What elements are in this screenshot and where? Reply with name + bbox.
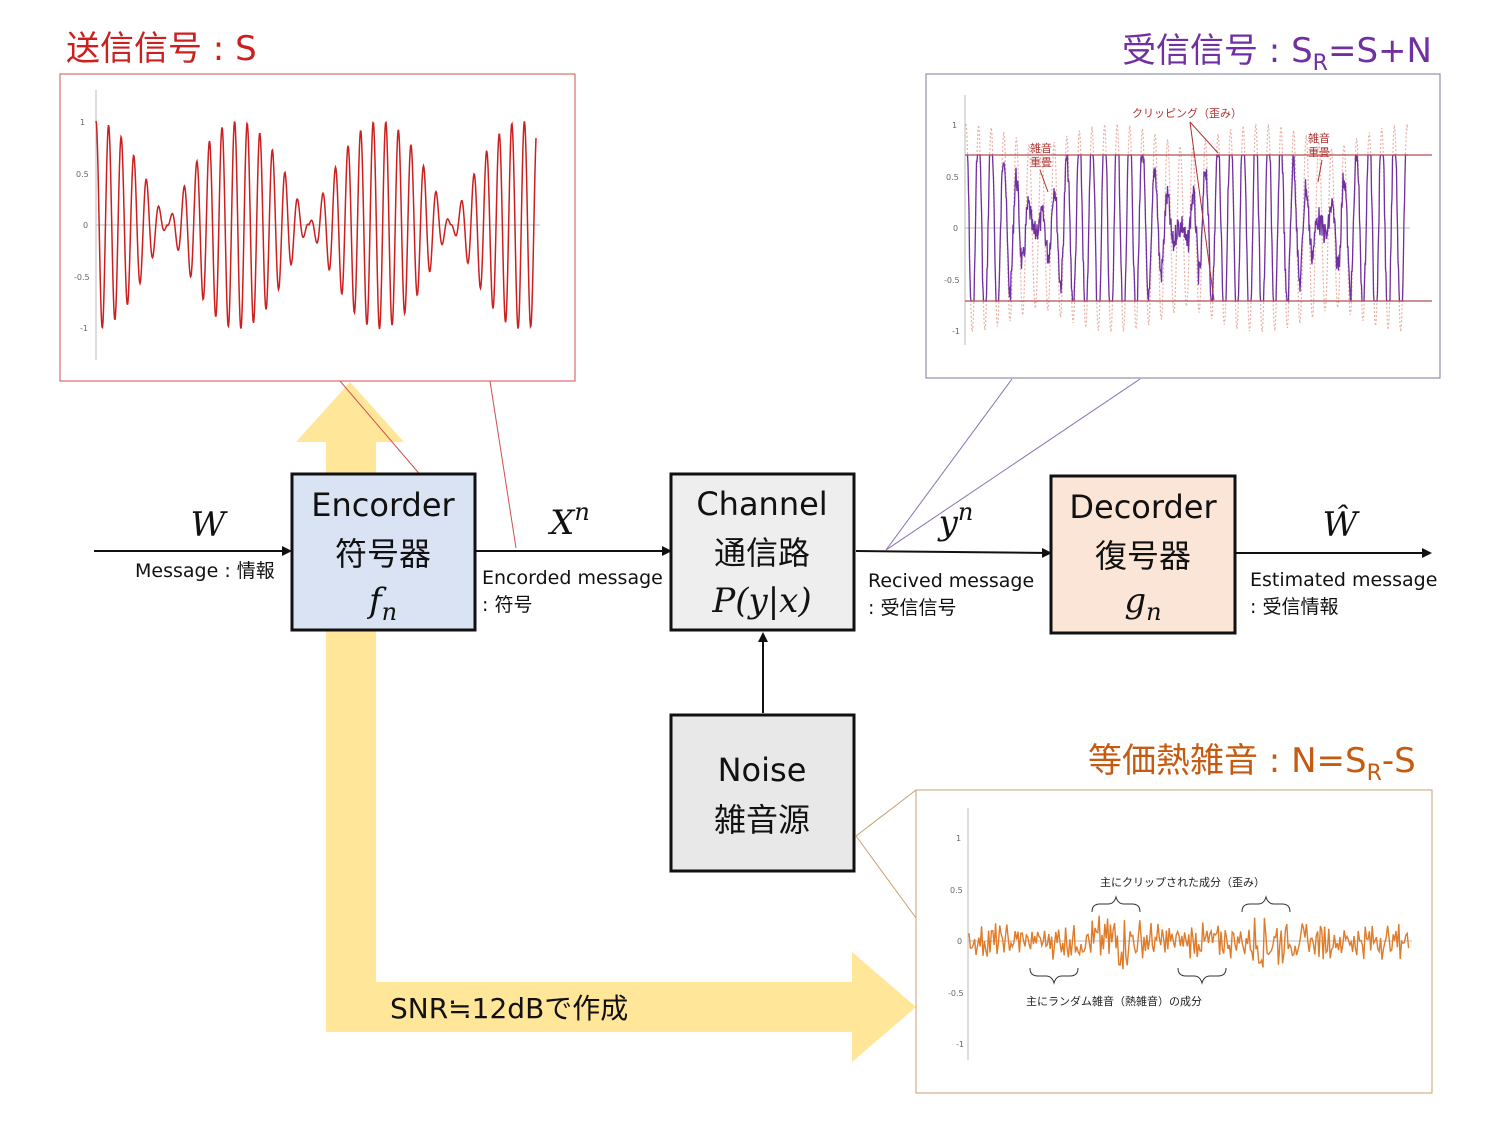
channel-label-ja: 通信路 (714, 534, 810, 572)
noise-title-main: 等価熱雑音 : N=S (1088, 741, 1367, 781)
signal-yn-base: y (937, 503, 959, 543)
snr-flow-arrow (296, 382, 916, 1062)
rx-waveform (966, 154, 1408, 304)
signal-yn: yn (937, 498, 974, 543)
noise-tick--1: -1 (956, 1040, 964, 1049)
rx-title-sub: R (1313, 51, 1328, 76)
encoder-fn-sub: n (382, 598, 397, 626)
noise-waveform (968, 915, 1410, 970)
rx-plot-panel: 1 0.5 0 -0.5 -1 クリッピング（歪み） 雑音 重畳 雑音 重畳 (925, 73, 1441, 379)
rx-anno-noise-2b: 重畳 (1308, 145, 1330, 159)
encoder-label-ja: 符号器 (335, 535, 431, 573)
noise-callout-line-bottom (855, 835, 917, 919)
decoder-fn-base: g (1124, 581, 1146, 621)
noise-anno-clip: 主にクリップされた成分（歪み） (1100, 876, 1265, 889)
label-encoded-2: : 符号 (482, 594, 532, 616)
rx-anno-noise-2a: 雑音 (1308, 131, 1330, 145)
tx-tick-0: 0 (83, 221, 88, 230)
label-received-2: : 受信信号 (868, 597, 956, 619)
noise-brace-3 (1029, 967, 1079, 985)
tx-plot-panel: 1 0.5 0 -0.5 -1 (59, 73, 576, 382)
noise-label-en: Noise (718, 751, 807, 789)
noise-callout-line-top (855, 789, 917, 837)
rx-callout-line-left (885, 378, 1013, 551)
rx-anno-clipping: クリッピング（歪み） (1132, 106, 1242, 120)
noise-anno-random: 主にランダム雑音（熱雑音）の成分 (1026, 994, 1202, 1008)
rx-anno-noise-arrow-2 (1317, 159, 1323, 183)
channel-block: Channel 通信路 P(y|x) (669, 472, 856, 632)
signal-xn-sup: n (574, 498, 589, 526)
noise-tick-0: 0 (957, 937, 962, 946)
signal-w-hat: Ŵ (1323, 504, 1361, 545)
signal-xn: Xn (547, 498, 590, 543)
rx-anno-noise-arrow-1 (1039, 169, 1049, 193)
noise-tick-1: 1 (956, 834, 961, 843)
decoder-label-en: Decorder (1069, 488, 1217, 526)
channel-label-en: Channel (696, 485, 827, 523)
rx-anno-noise-1a: 雑音 (1030, 141, 1052, 155)
noise-title-tail: -S (1382, 741, 1416, 781)
decoder-function: gn (1124, 581, 1161, 626)
tx-callout-line-right (489, 380, 517, 549)
tx-title: 送信信号 : S (66, 29, 257, 69)
rx-tick--0.5: -0.5 (944, 276, 960, 285)
noise-tick--0.5: -0.5 (948, 989, 964, 998)
signal-w: W (191, 505, 229, 545)
decoder-block: Decorder 復号器 gn (1049, 474, 1237, 635)
rx-tick--1: -1 (952, 327, 960, 336)
label-estimated-2: : 受信情報 (1250, 596, 1338, 618)
rx-title: 受信信号 : SR=S+N (1122, 31, 1432, 76)
channel-formula: P(y|x) (711, 581, 811, 621)
noise-brace-4 (1177, 967, 1227, 985)
rx-anno-noise-1b: 重畳 (1030, 155, 1052, 169)
decoder-fn-sub: n (1146, 598, 1161, 626)
tx-waveform (95, 120, 537, 330)
noise-label-ja: 雑音源 (714, 801, 810, 839)
signal-xn-base: X (547, 503, 576, 543)
rx-callout-line-right (885, 378, 1141, 551)
tx-tick-0.5: 0.5 (76, 170, 89, 179)
tx-tick--0.5: -0.5 (74, 273, 90, 282)
encoder-label-en: Encorder (311, 486, 455, 524)
rx-anno-clip-arrow-1 (1189, 121, 1219, 154)
rx-title-tail: =S+N (1328, 31, 1432, 71)
rx-tick-0: 0 (953, 224, 958, 233)
tx-tick--1: -1 (80, 324, 88, 333)
noise-block: Noise 雑音源 (669, 713, 856, 873)
encoder-block: Encorder 符号器 fn (290, 472, 477, 632)
noise-brace-2 (1241, 895, 1291, 913)
label-encoded-1: Encorded message (482, 567, 663, 589)
label-message: Message : 情報 (135, 560, 275, 582)
noise-title: 等価熱雑音 : N=SR-S (1088, 741, 1416, 786)
decoder-label-ja: 復号器 (1095, 537, 1191, 575)
received-arrow (855, 547, 1052, 558)
noise-brace-1 (1091, 895, 1141, 913)
tx-tick-1: 1 (80, 118, 85, 127)
noise-title-sub: R (1367, 761, 1382, 786)
noise-plot-panel: 1 0.5 0 -0.5 -1 主にクリップされた成分（歪み） 主にランダム雑音… (915, 789, 1433, 1094)
rx-tick-0.5: 0.5 (946, 173, 959, 182)
rx-tick-1: 1 (952, 121, 957, 130)
label-received-1: Recived message (868, 570, 1034, 592)
signal-yn-sup: n (958, 498, 973, 526)
label-estimated-1: Estimated message (1250, 569, 1437, 591)
rx-anno-clip-arrow-2 (1189, 121, 1215, 301)
rx-title-main: 受信信号 : S (1122, 31, 1313, 71)
noise-tick-0.5: 0.5 (950, 886, 963, 895)
snr-label: SNR≒12dBで作成 (390, 992, 628, 1025)
